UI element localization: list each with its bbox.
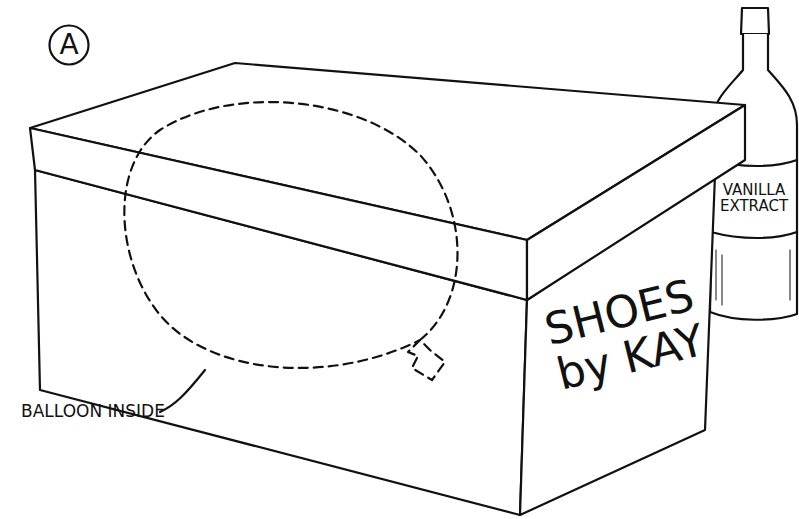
balloon-outline — [124, 102, 457, 380]
circle-shape — [50, 26, 89, 65]
bottle-label: VANILLA EXTRACT — [711, 168, 797, 230]
text-stack: VANILLA EXTRACT — [711, 183, 797, 215]
leader-line — [160, 370, 205, 412]
text-stack: A — [59, 30, 78, 59]
text-stack: SHOES by KAY — [531, 270, 718, 401]
callout-label: BALLOON INSIDE — [18, 402, 168, 422]
lid-side — [527, 105, 745, 300]
box-end-panel: SHOES by KAY — [540, 235, 710, 435]
circled-letter: A — [48, 24, 90, 66]
bottle-label-text: VANILLA EXTRACT — [711, 183, 797, 215]
box-brand-text: SHOES by KAY — [531, 270, 718, 401]
figure-letter: A — [59, 30, 78, 59]
